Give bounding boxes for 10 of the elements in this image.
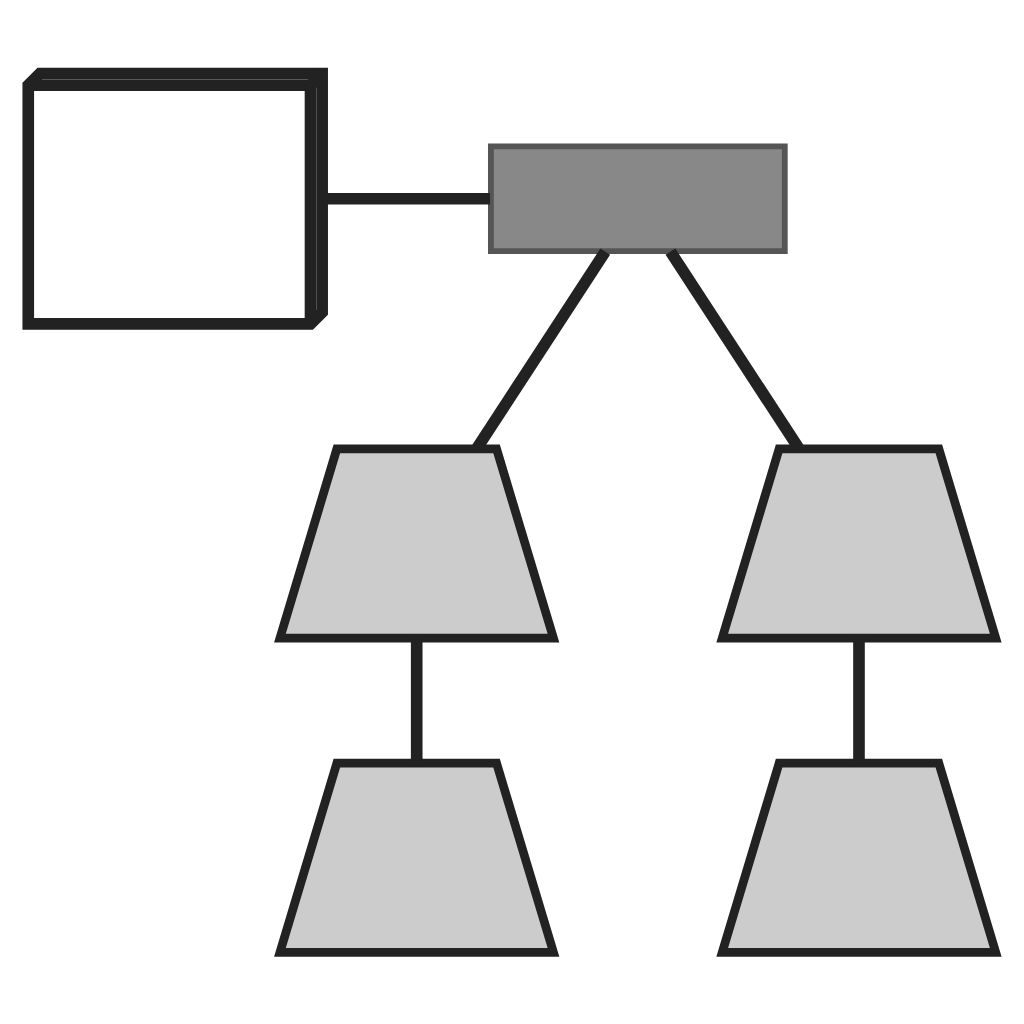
node-laptop — [716, 757, 1002, 956]
connector — [853, 637, 865, 762]
node-laptop — [274, 443, 560, 642]
connector — [322, 191, 491, 204]
node-laptop — [716, 443, 1002, 642]
connector — [665, 247, 804, 451]
node-laptop — [274, 757, 560, 956]
connector — [472, 247, 611, 451]
connector — [410, 637, 423, 762]
node-switch — [488, 142, 788, 254]
